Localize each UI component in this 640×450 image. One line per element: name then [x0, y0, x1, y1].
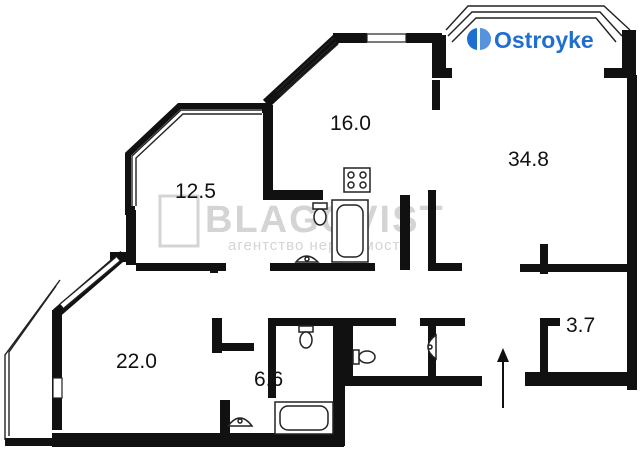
stove-icon	[343, 167, 371, 193]
room-label-3: 3.7	[566, 314, 595, 337]
brand-logo: Ostroyke	[467, 26, 594, 53]
watermark-subtitle: агентство нерухомості	[228, 237, 405, 254]
sink-icon	[226, 417, 254, 427]
brand-logo-icon	[467, 26, 491, 52]
room-label-6: 6.6	[254, 368, 283, 391]
toilet-icon	[298, 325, 314, 349]
room-label-16: 16.0	[330, 112, 371, 135]
sink-icon	[294, 255, 320, 263]
bathtub-icon	[274, 401, 334, 435]
windows	[4, 5, 631, 440]
sink-icon	[427, 333, 437, 361]
toilet-icon	[312, 202, 328, 226]
room-label-12: 12.5	[175, 180, 216, 203]
fixtures	[226, 167, 509, 435]
entrance-arrow-icon	[497, 348, 509, 408]
brand-name: Ostroyke	[494, 27, 594, 53]
bathtub-icon	[331, 199, 369, 263]
room-labels: 16.0 34.8 12.5 22.0 6.6 3.7	[116, 112, 595, 391]
toilet-icon	[352, 349, 376, 365]
room-label-22: 22.0	[116, 350, 157, 373]
room-label-34: 34.8	[508, 148, 549, 171]
